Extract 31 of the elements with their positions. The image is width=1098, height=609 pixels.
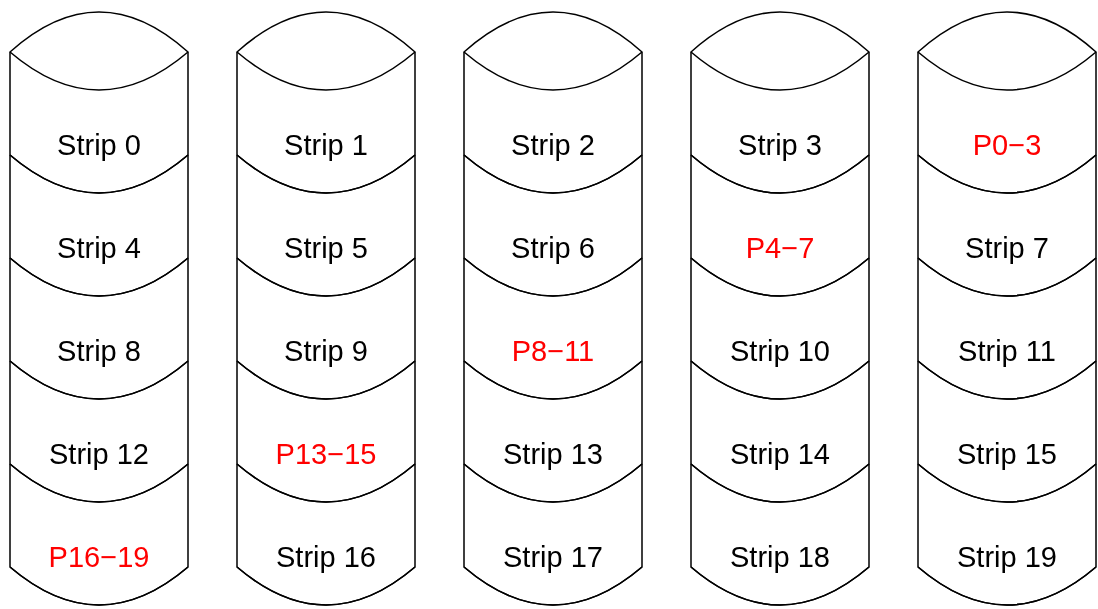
- strip-label: Strip 18: [729, 539, 831, 574]
- strip-label: Strip 8: [56, 333, 142, 368]
- strip-label: Strip 4: [56, 230, 142, 265]
- strip-label: Strip 16: [275, 539, 377, 574]
- strip-label: Strip 1: [283, 127, 369, 162]
- strip-label: P13−15: [274, 436, 378, 471]
- strip-label: P16−19: [47, 539, 151, 574]
- strip-label: Strip 19: [956, 539, 1058, 574]
- strip-label: Strip 9: [283, 333, 369, 368]
- strip-label: Strip 0: [56, 127, 142, 162]
- disk-cylinder: [918, 12, 1096, 605]
- strip-segment: [237, 464, 415, 605]
- strip-label: Strip 14: [729, 436, 831, 471]
- disk-cylinder: [464, 12, 642, 605]
- strip-label: Strip 13: [502, 436, 604, 471]
- strip-label: Strip 15: [956, 436, 1058, 471]
- strip-label: P8−11: [510, 333, 596, 368]
- strip-label: P4−7: [744, 230, 816, 265]
- strip-label: Strip 17: [502, 539, 604, 574]
- disk-cylinder: [10, 12, 188, 605]
- strip-label: Strip 12: [48, 436, 150, 471]
- strip-label: Strip 6: [510, 230, 596, 265]
- strip-label: Strip 11: [957, 333, 1057, 368]
- strip-label: Strip 3: [737, 127, 823, 162]
- disk-cylinder: [237, 12, 415, 605]
- disk-cylinder: [691, 12, 869, 605]
- strip-label: Strip 5: [283, 230, 369, 265]
- strip-label: Strip 7: [964, 230, 1050, 265]
- strip-label: P0−3: [971, 127, 1043, 162]
- strip-label: Strip 10: [729, 333, 831, 368]
- strip-label: Strip 2: [510, 127, 596, 162]
